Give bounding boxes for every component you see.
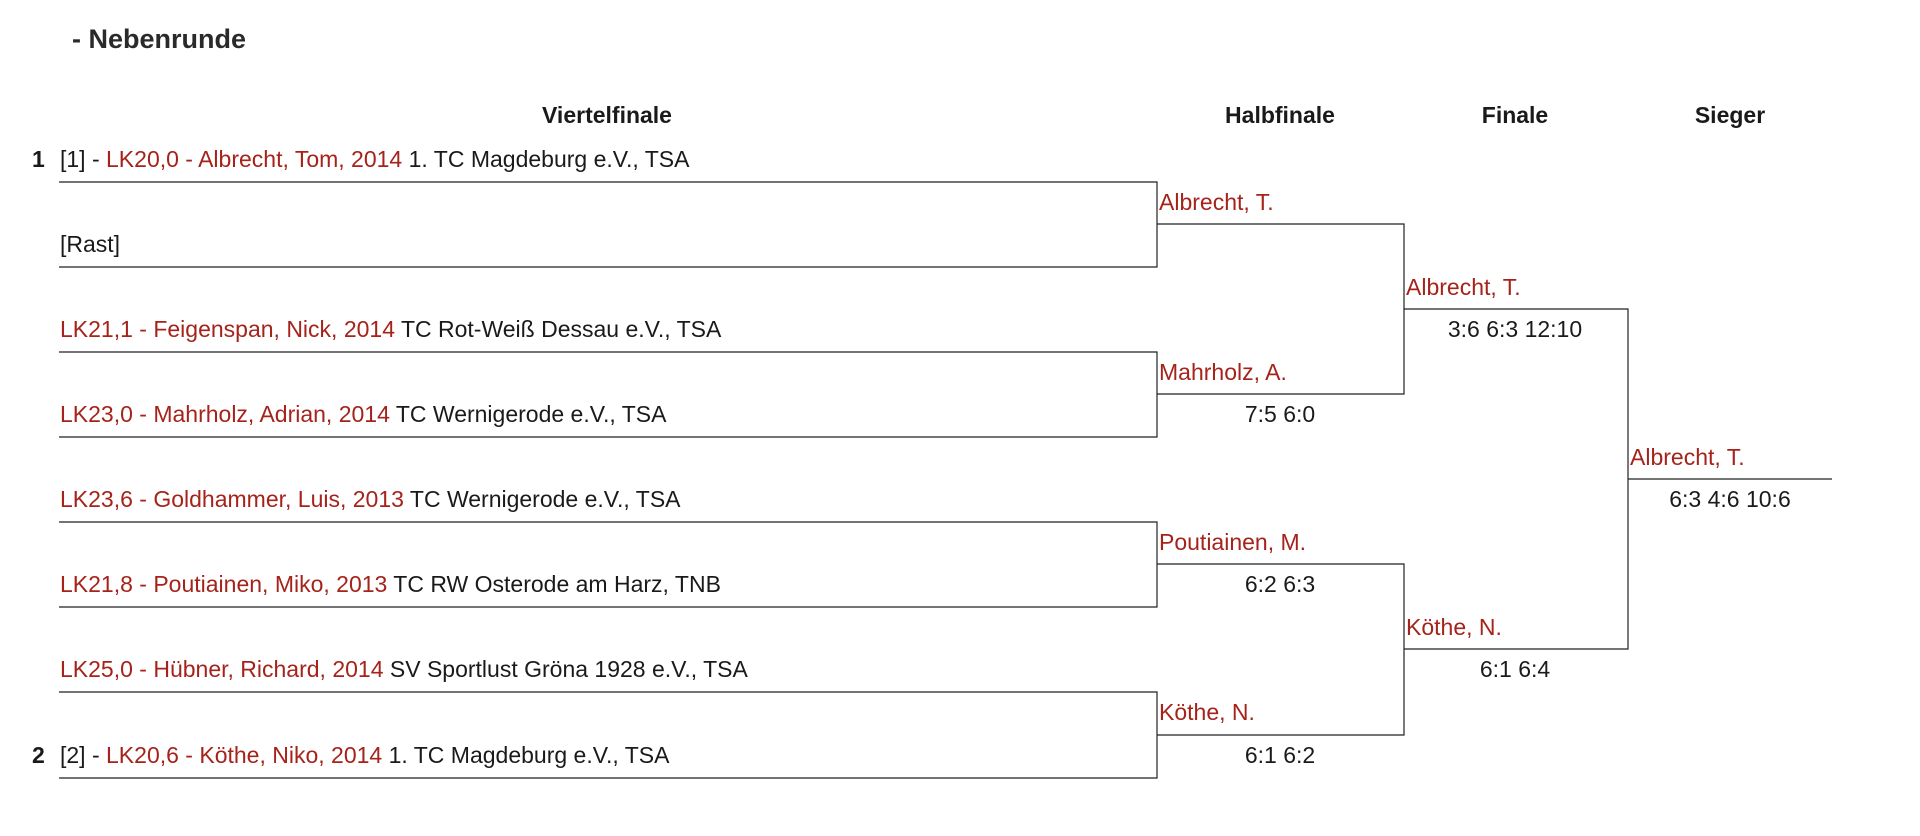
final-score-1: 3:6 6:3 12:10 bbox=[1447, 316, 1583, 342]
club-name: TC RW Osterode am Harz, TNB bbox=[387, 571, 721, 597]
entry-prefix: [Rast] bbox=[60, 231, 121, 257]
header-winner: Sieger bbox=[1694, 102, 1766, 128]
entry-prefix: [2] - bbox=[60, 742, 107, 768]
entry-row-6: LK21,8 - Poutiainen, Miko, 2013 TC RW Os… bbox=[60, 571, 721, 598]
semifinal-score-2: 7:5 6:0 bbox=[1244, 401, 1316, 427]
header-quarterfinal: Viertelfinale bbox=[542, 102, 672, 128]
club-name: SV Sportlust Gröna 1928 e.V., TSA bbox=[383, 656, 748, 682]
final-winner-1[interactable]: Albrecht, T. bbox=[1406, 274, 1521, 300]
bracket-line-qf1 bbox=[59, 181, 1158, 268]
player-name[interactable]: LK21,1 - Feigenspan, Nick, 2014 bbox=[60, 316, 395, 342]
player-name[interactable]: LK23,6 - Goldhammer, Luis, 2013 bbox=[60, 486, 404, 512]
player-name[interactable]: LK25,0 - Hübner, Richard, 2014 bbox=[60, 656, 384, 682]
entry-row-1: [1] - LK20,0 - Albrecht, Tom, 2014 1. TC… bbox=[60, 146, 689, 173]
player-name[interactable]: LK20,0 - Albrecht, Tom, 2014 bbox=[106, 146, 403, 172]
semifinal-winner-1[interactable]: Albrecht, T. bbox=[1159, 189, 1274, 215]
club-name: TC Wernigerode e.V., TSA bbox=[389, 401, 667, 427]
player-name[interactable]: LK21,8 - Poutiainen, Miko, 2013 bbox=[60, 571, 388, 597]
entry-row-3: LK21,1 - Feigenspan, Nick, 2014 TC Rot-W… bbox=[60, 316, 721, 343]
semifinal-winner-2[interactable]: Mahrholz, A. bbox=[1159, 359, 1287, 385]
entry-row-5: LK23,6 - Goldhammer, Luis, 2013 TC Werni… bbox=[60, 486, 681, 513]
entry-prefix: [1] - bbox=[60, 146, 107, 172]
player-name[interactable]: LK23,0 - Mahrholz, Adrian, 2014 bbox=[60, 401, 390, 427]
header-semifinal: Halbfinale bbox=[1225, 102, 1335, 128]
player-name[interactable]: LK20,6 - Köthe, Niko, 2014 bbox=[106, 742, 383, 768]
final-score-2: 6:1 6:4 bbox=[1479, 656, 1551, 682]
semifinal-score-3: 6:2 6:3 bbox=[1244, 571, 1316, 597]
page-title: - Nebenrunde bbox=[72, 24, 247, 54]
champion-name[interactable]: Albrecht, T. bbox=[1630, 444, 1745, 470]
semifinal-score-4: 6:1 6:2 bbox=[1244, 742, 1316, 768]
seed-number-1: 1 bbox=[32, 146, 45, 172]
semifinal-winner-3[interactable]: Poutiainen, M. bbox=[1159, 529, 1307, 555]
club-name: TC Wernigerode e.V., TSA bbox=[403, 486, 681, 512]
entry-row-8: [2] - LK20,6 - Köthe, Niko, 2014 1. TC M… bbox=[60, 742, 669, 769]
entry-row-4: LK23,0 - Mahrholz, Adrian, 2014 TC Werni… bbox=[60, 401, 666, 428]
entry-row-2: [Rast] bbox=[60, 231, 120, 258]
semifinal-winner-4[interactable]: Köthe, N. bbox=[1159, 699, 1255, 725]
club-name: TC Rot-Weiß Dessau e.V., TSA bbox=[394, 316, 722, 342]
entry-row-7: LK25,0 - Hübner, Richard, 2014 SV Sportl… bbox=[60, 656, 748, 683]
club-name: 1. TC Magdeburg e.V., TSA bbox=[402, 146, 690, 172]
seed-number-2: 2 bbox=[32, 742, 45, 768]
champion-score: 6:3 4:6 10:6 bbox=[1669, 486, 1791, 512]
final-winner-2[interactable]: Köthe, N. bbox=[1406, 614, 1502, 640]
header-final: Finale bbox=[1481, 102, 1549, 128]
bracket-line-final bbox=[1404, 308, 1629, 650]
club-name: 1. TC Magdeburg e.V., TSA bbox=[382, 742, 670, 768]
